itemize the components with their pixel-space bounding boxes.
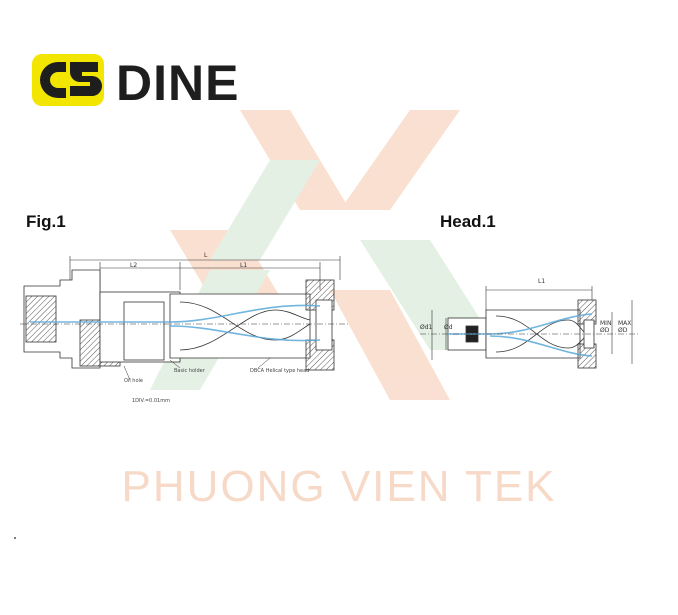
stray-dot bbox=[14, 537, 16, 539]
head1-dim-od: Ød bbox=[444, 324, 453, 331]
brand-name: DINE bbox=[116, 55, 240, 111]
fig1-drawing bbox=[20, 256, 350, 381]
head1-dim-l1: L1 bbox=[538, 278, 546, 285]
head1-drawing bbox=[420, 286, 640, 369]
head1-dim-max-od: MAX ØD bbox=[618, 320, 632, 334]
fig1-scale-note: 1DIV.=0.01mm bbox=[132, 398, 170, 404]
fig1-callout-basic-holder: Basic holder bbox=[174, 368, 205, 374]
fig1-callout-head: DBCA Helical type head bbox=[250, 368, 310, 374]
head1-dim-min-od: MIN ØD bbox=[600, 320, 612, 334]
fig1-dim-l1: L1 bbox=[240, 262, 248, 269]
fig1-callout-oil-hole: Oil hole bbox=[124, 378, 143, 384]
head1-dim-od1: Ød1 bbox=[420, 324, 433, 331]
fig1-dim-l: L bbox=[204, 252, 208, 259]
watermark-text: PHUONG VIEN TEK bbox=[121, 462, 557, 511]
dine-logo-icon bbox=[32, 54, 104, 106]
head1-label: Head.1 bbox=[440, 212, 496, 231]
fig1-label: Fig.1 bbox=[26, 212, 66, 231]
fig1-dim-l2: L2 bbox=[130, 262, 138, 269]
